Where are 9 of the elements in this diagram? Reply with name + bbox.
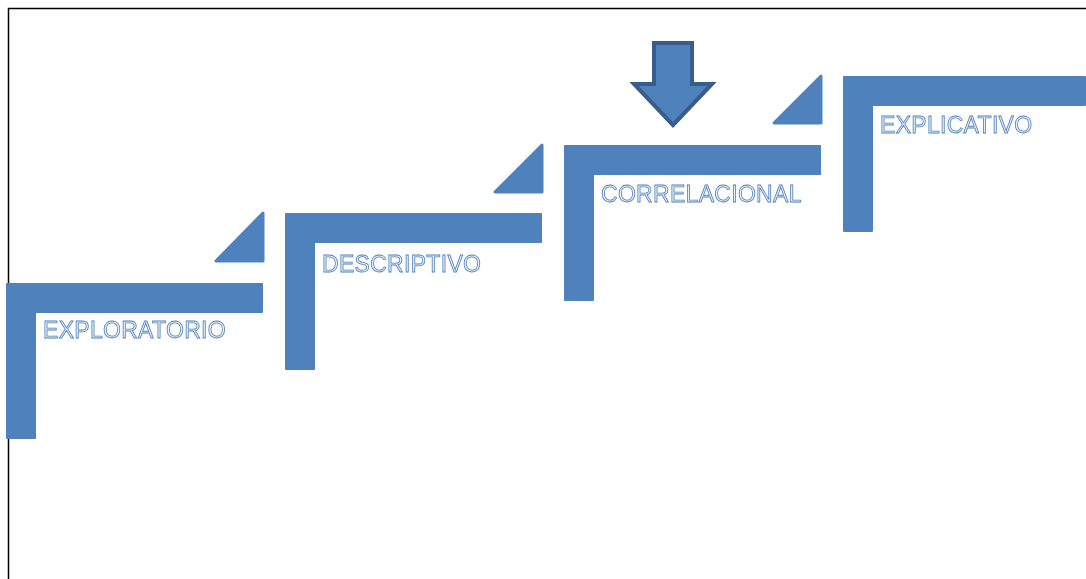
step-shape <box>843 76 1086 232</box>
step-label: DESCRIPTIVO <box>322 251 482 278</box>
step-label: CORRELACIONAL <box>601 181 802 208</box>
step-shape <box>564 145 821 301</box>
step-label: EXPLORATORIO <box>43 317 226 344</box>
step-label: EXPLICATIVO <box>880 112 1033 139</box>
down-arrow <box>629 41 717 128</box>
step-shape <box>6 283 263 439</box>
step-shape <box>285 213 542 370</box>
